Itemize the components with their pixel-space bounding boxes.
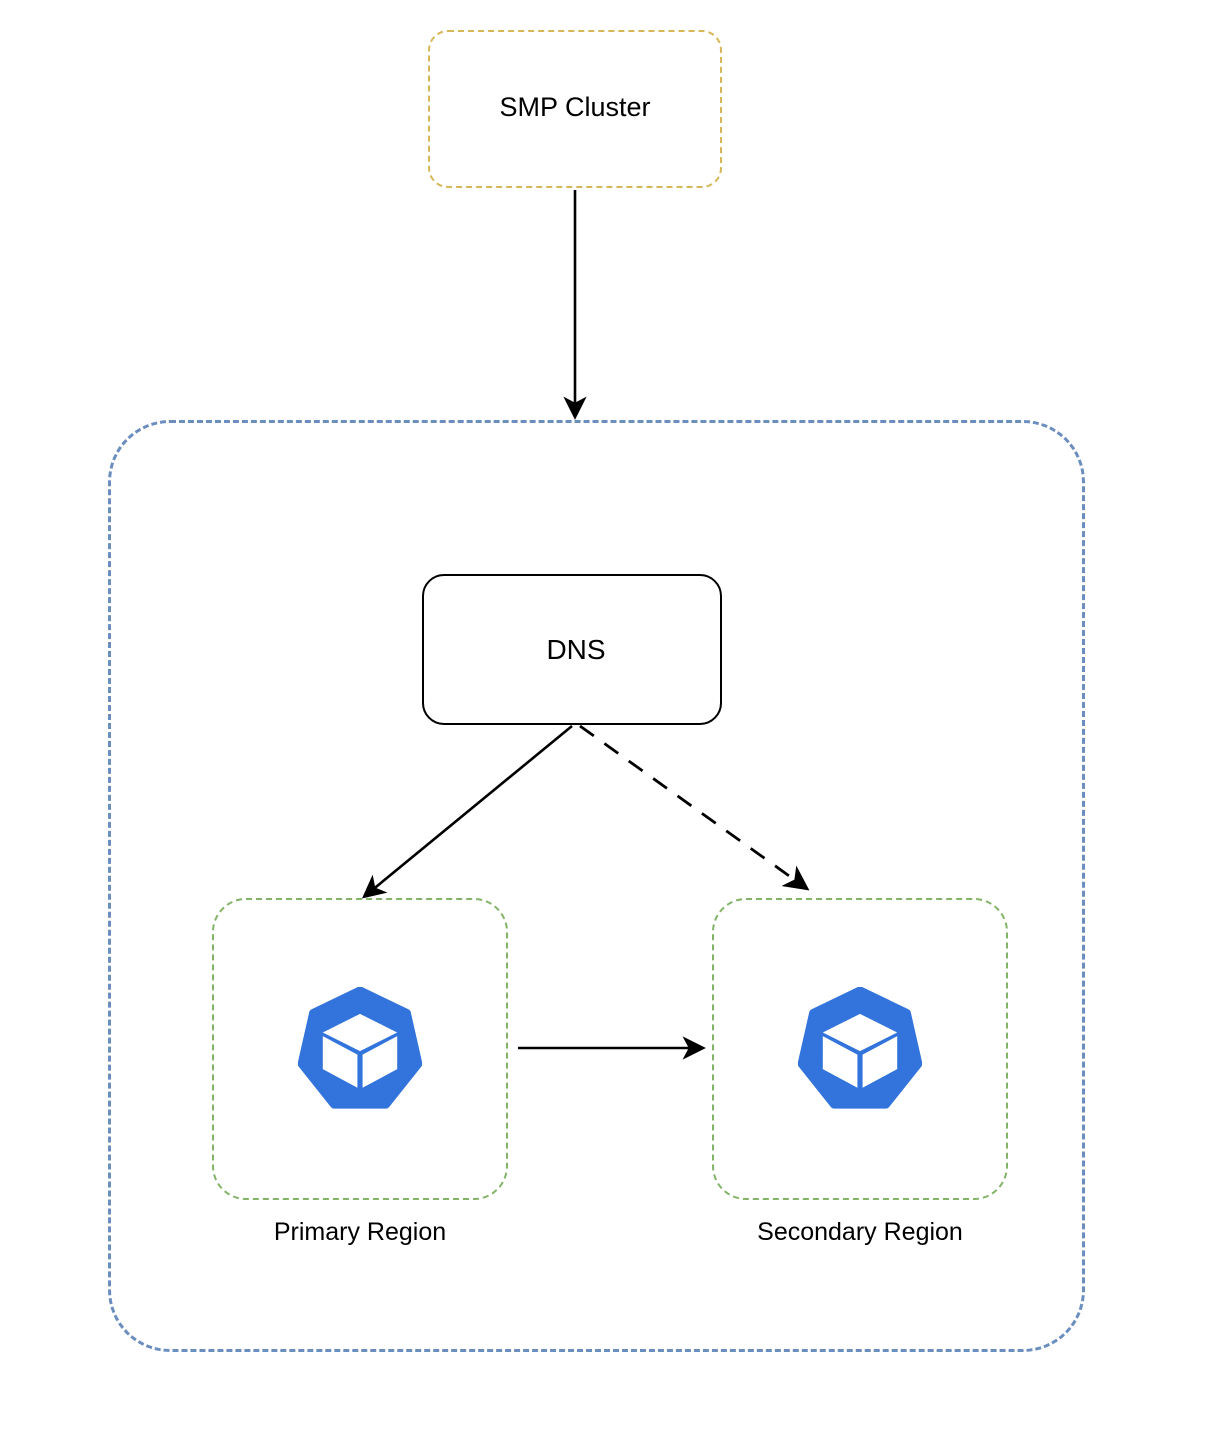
- smp-cluster-label: SMP Cluster: [499, 91, 651, 122]
- kubernetes-icon: [798, 987, 922, 1109]
- secondary-region-node[interactable]: [712, 898, 1008, 1200]
- kubernetes-icon: [298, 987, 422, 1109]
- dns-label: DNS: [546, 633, 606, 665]
- primary-region-label: Primary Region: [273, 1218, 447, 1246]
- cloud-boundary-group[interactable]: [108, 420, 1085, 1352]
- primary-region-node[interactable]: [212, 898, 508, 1200]
- smp-cluster-node[interactable]: SMP Cluster: [428, 30, 722, 188]
- secondary-region-label: Secondary Region: [757, 1218, 963, 1246]
- dns-node[interactable]: DNS: [422, 574, 722, 725]
